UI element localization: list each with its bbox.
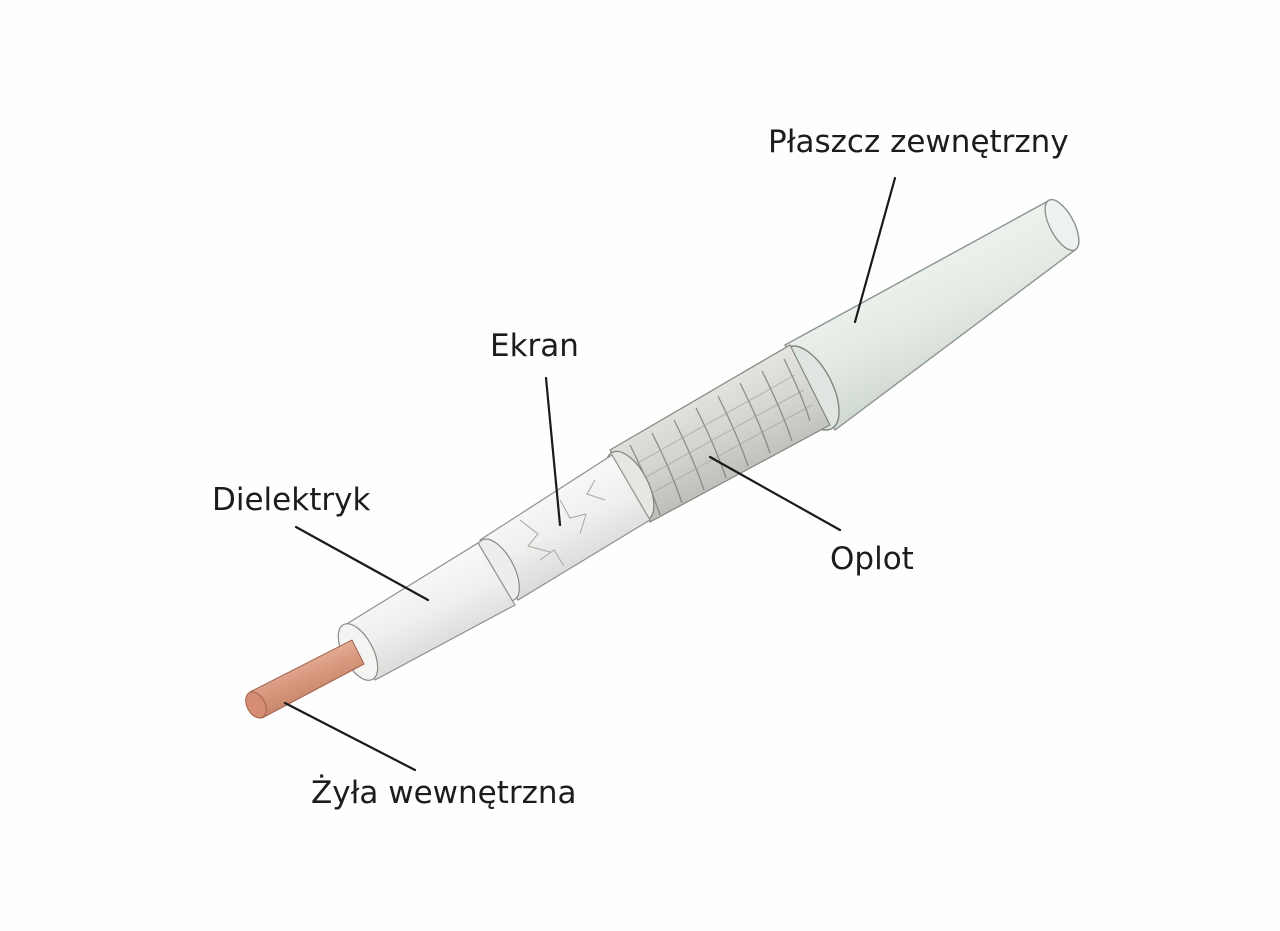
leader-line-dielectric (294, 525, 430, 602)
leader-line-conductor (283, 701, 417, 772)
leader-line-braid (708, 455, 842, 532)
label-inner-conductor: Żyła wewnętrzna (311, 775, 577, 811)
label-foil-shield: Ekran (490, 328, 579, 364)
leader-line-shield (544, 376, 562, 527)
label-braid: Oplot (830, 541, 914, 577)
label-outer-jacket: Płaszcz zewnętrzny (768, 124, 1069, 160)
foil-shield-segment (476, 454, 651, 602)
label-dielectric: Dielektryk (212, 482, 371, 518)
leader-line-jacket (853, 176, 897, 324)
copper-conductor (245, 639, 365, 719)
